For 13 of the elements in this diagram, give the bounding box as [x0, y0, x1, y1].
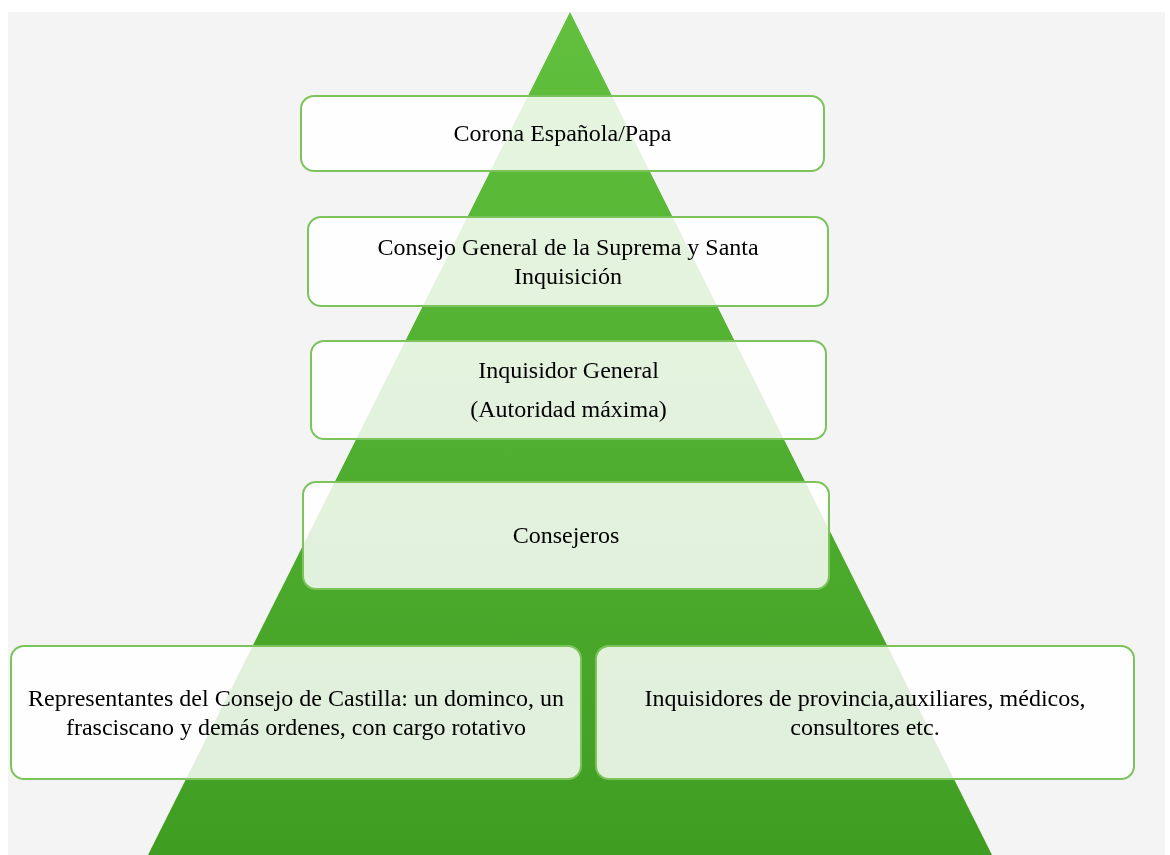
box-text: Corona Española/Papa [453, 119, 672, 148]
text-box [302, 481, 830, 590]
box-text: Inquisidores de provincia,auxiliares, médicos, consultores etc. [643, 683, 1087, 742]
box-text: Consejo General de la Suprema y Santa Inquisición [376, 232, 760, 291]
box-text: Inquisidor General [478, 356, 659, 385]
box-text: Consejeros [512, 521, 620, 550]
text-box [310, 340, 827, 440]
box-text: (Autoridad máxima) [470, 395, 667, 424]
box-text: Representantes del Consejo de Castilla: un dominco, un frasciscano y demás ordenes, con cargo rotativo [27, 683, 565, 742]
text-box [300, 95, 825, 172]
text-box [595, 645, 1135, 780]
text-box [307, 216, 829, 307]
text-box [10, 645, 582, 780]
